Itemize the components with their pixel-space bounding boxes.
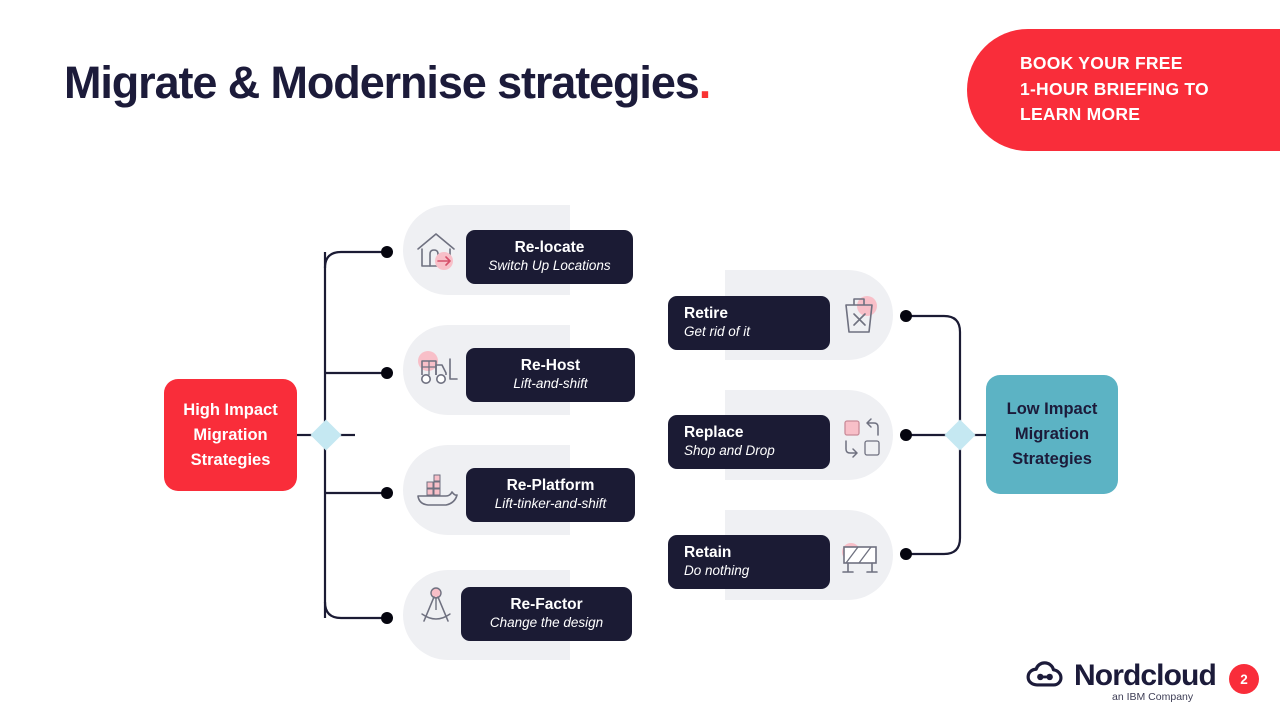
swap-squares-icon [836,412,888,464]
page-title-period: . [698,57,712,108]
nordcloud-logo: Nordcloud an IBM Company [1026,659,1217,704]
strategy-card-replace[interactable]: Replace Shop and Drop [668,415,830,469]
strategy-card-retire-title: Retire [684,305,728,322]
cta-line-2: 1-HOUR BRIEFING TO [1020,78,1209,99]
strategy-card-replace-title: Replace [684,424,744,441]
slide-number-value: 2 [1240,671,1248,687]
strategy-card-retain-title: Retain [684,544,732,561]
hub-low-impact[interactable]: Low Impact Migration Strategies [986,375,1118,494]
strategy-card-refactor-subtitle: Change the design [489,615,604,630]
strategy-card-replatform-subtitle: Lift-tinker-and-shift [494,496,607,511]
connector-left-branch-1 [323,250,383,269]
forklift-icon [410,343,462,395]
strategy-card-replace-subtitle: Shop and Drop [684,443,775,458]
nordcloud-brand-name: Nordcloud [1074,659,1217,692]
strategy-card-replatform-title: Re-Platform [506,477,595,494]
hub-high-impact-label: High Impact Migration Strategies [183,400,278,469]
connector-dot-right-2 [900,429,912,441]
compass-divider-icon [410,580,462,632]
cta-line-3: LEARN MORE [1020,104,1141,124]
connector-dot-right-1 [900,310,912,322]
diamond-right-icon [944,419,976,451]
strategy-card-refactor[interactable]: Re-Factor Change the design [461,587,632,641]
strategy-card-retain-subtitle: Do nothing [684,563,750,578]
nordcloud-wordmark: Nordcloud an IBM Company [1074,659,1217,704]
connector-dot-left-1 [381,246,393,258]
diamond-left-icon [310,419,342,451]
strategy-card-relocate[interactable]: Re-locate Switch Up Locations [466,230,633,284]
house-arrow-icon [410,224,462,276]
strategy-card-retire-subtitle: Get rid of it [684,324,751,339]
barrier-icon [833,530,885,582]
page-title: Migrate & Modernise strategies. [64,57,712,109]
hub-low-impact-label: Low Impact Migration Strategies [1006,400,1098,468]
connector-right-branch-3 [910,537,962,556]
slide-number-badge: 2 [1229,664,1259,694]
strategy-card-retain[interactable]: Retain Do nothing [668,535,830,589]
cta-line-1: BOOK YOUR FREE [1020,53,1183,73]
strategy-card-retire[interactable]: Retire Get rid of it [668,296,830,350]
connector-right-branch-1 [910,314,962,333]
strategy-card-relocate-title: Re-locate [514,239,585,256]
connector-dot-right-3 [900,548,912,560]
nordcloud-cloud-icon [1026,661,1063,687]
connector-dot-left-4 [381,612,393,624]
connector-dot-left-2 [381,367,393,379]
page-title-text: Migrate & Modernise strategies [64,57,700,108]
strategy-card-relocate-subtitle: Switch Up Locations [488,258,611,273]
strategy-card-rehost-subtitle: Lift-and-shift [513,376,588,391]
trash-x-icon [833,290,885,342]
connector-dot-left-3 [381,487,393,499]
strategy-card-rehost[interactable]: Re-Host Lift-and-shift [466,348,635,402]
strategy-card-refactor-title: Re-Factor [510,596,583,613]
hub-high-impact[interactable]: High Impact Migration Strategies [164,379,297,491]
strategy-card-replatform[interactable]: Re-Platform Lift-tinker-and-shift [466,468,635,522]
docker-whale-icon [410,463,462,515]
strategy-card-rehost-title: Re-Host [520,357,581,374]
book-briefing-cta-button[interactable]: BOOK YOUR FREE 1-HOUR BRIEFING TO LEARN … [967,29,1280,151]
connector-left-branch-4 [323,601,383,620]
nordcloud-tagline: an IBM Company [1112,691,1194,703]
